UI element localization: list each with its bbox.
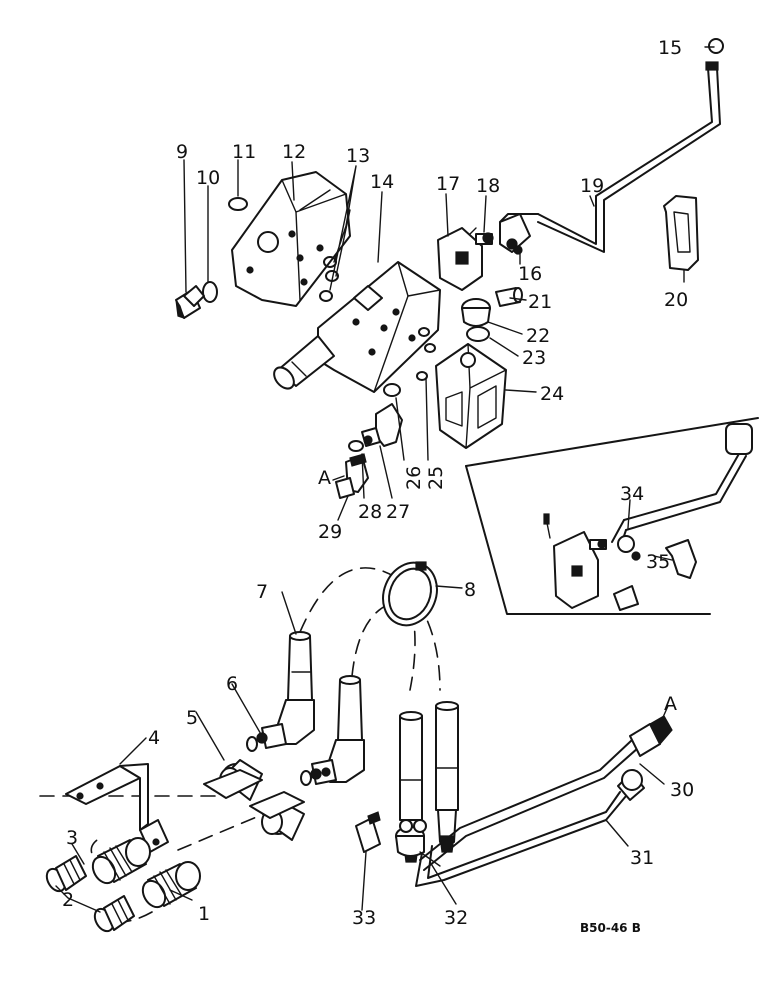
callout-labels: 1 2 3 4 5 6 7 8 9 10 11 12 13 14 15 16 1… (62, 37, 694, 929)
callout-2: 2 (62, 889, 74, 911)
o-ring-6 (246, 736, 258, 752)
valve-end-section (435, 343, 507, 449)
callout-16: 16 (518, 263, 542, 285)
callout-1: 1 (198, 903, 210, 925)
pivot-pin (495, 287, 523, 307)
inset-linkage (589, 535, 641, 561)
pipe-clip-33 (355, 811, 381, 853)
o-ring-28 (348, 440, 364, 452)
callout-3: 3 (66, 827, 78, 849)
callout-24: 24 (540, 383, 564, 405)
connection-mark-lower: A (664, 693, 677, 715)
linkage-pin-and-spring (475, 213, 531, 255)
plug (461, 298, 491, 327)
callout-4: 4 (148, 727, 160, 749)
callout-7: 7 (256, 581, 268, 603)
callout-15-circle-icon (708, 38, 724, 54)
port-fitting (175, 285, 205, 319)
callout-31: 31 (630, 847, 654, 869)
callout-11: 11 (232, 141, 256, 163)
callout-22: 22 (526, 325, 550, 347)
callout-35: 35 (646, 551, 670, 573)
callout-30: 30 (670, 779, 694, 801)
lever-bracket (437, 227, 483, 291)
inset-panel (465, 417, 759, 615)
pipe-block-32 (395, 819, 441, 867)
o-rings-25 (416, 327, 436, 381)
hose-straight-b (435, 701, 459, 853)
lever-rod (499, 61, 721, 253)
leader-lines (55, 46, 715, 913)
retaining-clip (663, 195, 699, 271)
callout-15: 15 (658, 37, 682, 59)
pipe-30 (419, 715, 673, 871)
diagram-code: B50-46 B (580, 921, 641, 935)
callout-18: 18 (476, 175, 500, 197)
inset-bracket (543, 513, 599, 609)
hose-7b (310, 675, 365, 785)
o-ring-23 (466, 326, 490, 342)
callout-9: 9 (176, 141, 188, 163)
callout-13: 13 (346, 145, 370, 167)
callout-19: 19 (580, 175, 604, 197)
callout-29: 29 (318, 521, 342, 543)
callout-34: 34 (620, 483, 644, 505)
callout-20: 20 (664, 289, 688, 311)
callout-14: 14 (370, 171, 394, 193)
callout-8: 8 (464, 579, 476, 601)
o-ring-11 (228, 197, 248, 211)
routing-line-a (299, 567, 441, 691)
routing-line-d (177, 807, 279, 851)
o-ring-26 (383, 383, 401, 397)
elbow-fitting-27 (361, 403, 403, 447)
o-ring-6b (300, 770, 312, 786)
inset-lever (611, 423, 753, 549)
quick-coupler-lower (141, 861, 201, 909)
inset-pin (613, 585, 639, 611)
callout-27: 27 (386, 501, 410, 523)
callout-10: 10 (196, 167, 220, 189)
callout-26: 26 (403, 466, 425, 490)
callout-5: 5 (186, 707, 198, 729)
valve-body (273, 261, 441, 393)
dust-cap-lower (93, 895, 135, 933)
hose-7 (256, 631, 315, 749)
inset-clip (665, 539, 697, 579)
callout-17: 17 (436, 173, 460, 195)
callout-33: 33 (352, 907, 376, 929)
callout-23: 23 (522, 347, 546, 369)
connection-mark-upper: A (318, 467, 331, 489)
o-ring-10 (202, 281, 218, 303)
callout-25: 25 (425, 466, 447, 490)
end-cover-plate (231, 171, 351, 307)
band-clamp (382, 561, 438, 627)
callout-12: 12 (282, 141, 306, 163)
dust-cap-upper (45, 855, 87, 893)
callout-28: 28 (358, 501, 382, 523)
callout-21: 21 (528, 291, 552, 313)
callout-32: 32 (444, 907, 468, 929)
mounting-bracket (65, 763, 305, 853)
quick-coupler-upper (91, 837, 151, 885)
callout-6: 6 (226, 673, 238, 695)
